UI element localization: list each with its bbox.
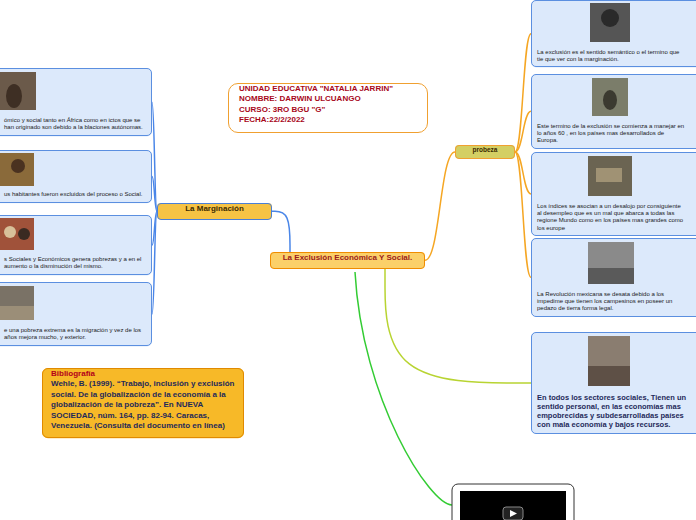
fill-layer [0, 0, 696, 438]
node-fill [531, 238, 696, 317]
main-topic: probeza [455, 145, 515, 159]
branch-connector [152, 211, 157, 314]
node-fill [531, 0, 696, 67]
branch-connector [515, 152, 531, 277]
node-fill [270, 252, 425, 269]
node-text: En todos los sectores sociales, Tienen u… [537, 393, 688, 429]
node-text: La Revolución mexicana se desata debido … [537, 291, 686, 313]
branch-connector [385, 269, 531, 383]
central-topic: La Exclusión Económica Y Social. [270, 252, 425, 269]
main-topic: La Marginación [157, 203, 272, 220]
subtopic-card: e una pobreza extrema es la migración y … [0, 282, 152, 346]
note-box: BibliografíaWehle, B. (1999). “Trabajo, … [42, 368, 244, 438]
node-fill [0, 215, 152, 275]
node-text: La Marginación [162, 204, 267, 214]
branch-connector [272, 211, 290, 252]
node-text: probeza [458, 146, 512, 154]
node-text: Este termino de la exclusión se comienza… [537, 123, 686, 145]
edge-layer [152, 34, 531, 383]
branch-connector [152, 102, 157, 211]
node-fill [531, 74, 696, 149]
branch-connector [515, 111, 531, 152]
node-text: Wehle, B. (1999). “Trabajo, inclusión y … [51, 379, 235, 431]
node-text: us habitantes fueron excluidos del proce… [4, 191, 147, 198]
subtopic-card: La exclusión es el sentido semántico o e… [531, 0, 696, 67]
subtopic-card: La Revolución mexicana se desata debido … [531, 238, 696, 317]
subtopic-card: En todos los sectores sociales, Tienen u… [531, 332, 696, 434]
node-text: Los índices se asocian a un desalojo por… [537, 203, 686, 232]
branch-connector [425, 152, 455, 260]
node-fill [157, 203, 272, 220]
node-text: UNIDAD EDUCATIVA "NATALIA JARRIN" [239, 84, 417, 94]
node-text: s Sociales y Económicos genera pobrezas … [4, 256, 147, 270]
subtopic-card: ómico y social tanto en África como en i… [0, 68, 152, 136]
node-fill [0, 150, 152, 203]
node-text: ómico y social tanto en África como en i… [4, 117, 147, 131]
node-text: CURSO: 3RO BGU "G" [239, 105, 417, 115]
video-link [355, 272, 452, 505]
node-text: La exclusión es el sentido semántico o e… [537, 49, 686, 63]
node-fill [455, 145, 515, 159]
header-box: UNIDAD EDUCATIVA "NATALIA JARRIN"NOMBRE:… [228, 83, 428, 133]
subtopic-card: Este termino de la exclusión se comienza… [531, 74, 696, 149]
note-heading: Bibliografía [51, 369, 235, 379]
node-fill [531, 332, 696, 434]
node-text: FECHA:22/2/2022 [239, 115, 417, 125]
node-fill [0, 68, 152, 136]
node-text: La Exclusión Económica Y Social. [275, 253, 420, 263]
subtopic-card: Los índices se asocian a un desalojo por… [531, 152, 696, 236]
node-fill [0, 282, 152, 346]
node-text: e una pobreza extrema es la migración y … [4, 327, 147, 341]
node-fill [228, 83, 428, 133]
node-text: NOMBRE: DARWIN ULCUANGO [239, 94, 417, 104]
branch-connector [515, 34, 531, 152]
subtopic-card: s Sociales y Económicos genera pobrezas … [0, 215, 152, 275]
node-fill [531, 152, 696, 236]
node-fill [42, 368, 244, 438]
video-thumbnail [452, 484, 574, 520]
subtopic-card: us habitantes fueron excluidos del proce… [0, 150, 152, 203]
